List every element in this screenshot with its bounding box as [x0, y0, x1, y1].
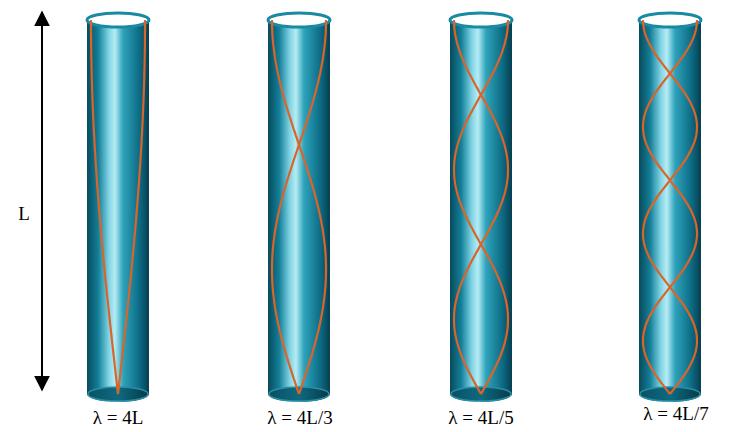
tube-opening	[450, 13, 512, 27]
wave-curve	[454, 20, 508, 394]
wavelength-caption: λ = 4L	[93, 408, 144, 429]
wave-curve	[643, 20, 697, 394]
length-arrow	[41, 12, 43, 390]
tube-body	[268, 20, 330, 402]
tube	[639, 13, 701, 402]
tube-body	[639, 20, 701, 402]
tube-opening	[268, 13, 330, 27]
wave-curve	[91, 20, 118, 394]
wavelength-caption: λ = 4L/3	[267, 408, 332, 429]
wave-curve	[643, 20, 697, 394]
tube-body	[450, 20, 512, 402]
wavelength-caption: λ = 4L/5	[448, 408, 513, 429]
tube	[87, 13, 149, 402]
tube-opening	[639, 13, 701, 27]
wave-curve	[454, 20, 508, 394]
wave-curve	[118, 20, 145, 394]
tube-opening	[87, 13, 149, 27]
tube	[268, 13, 330, 402]
tube	[450, 13, 512, 402]
tube-body	[87, 20, 149, 402]
wave-curve	[272, 20, 326, 394]
wavelength-caption: λ = 4L/7	[643, 404, 708, 425]
length-label: L	[18, 204, 30, 225]
wave-curve	[272, 20, 326, 394]
